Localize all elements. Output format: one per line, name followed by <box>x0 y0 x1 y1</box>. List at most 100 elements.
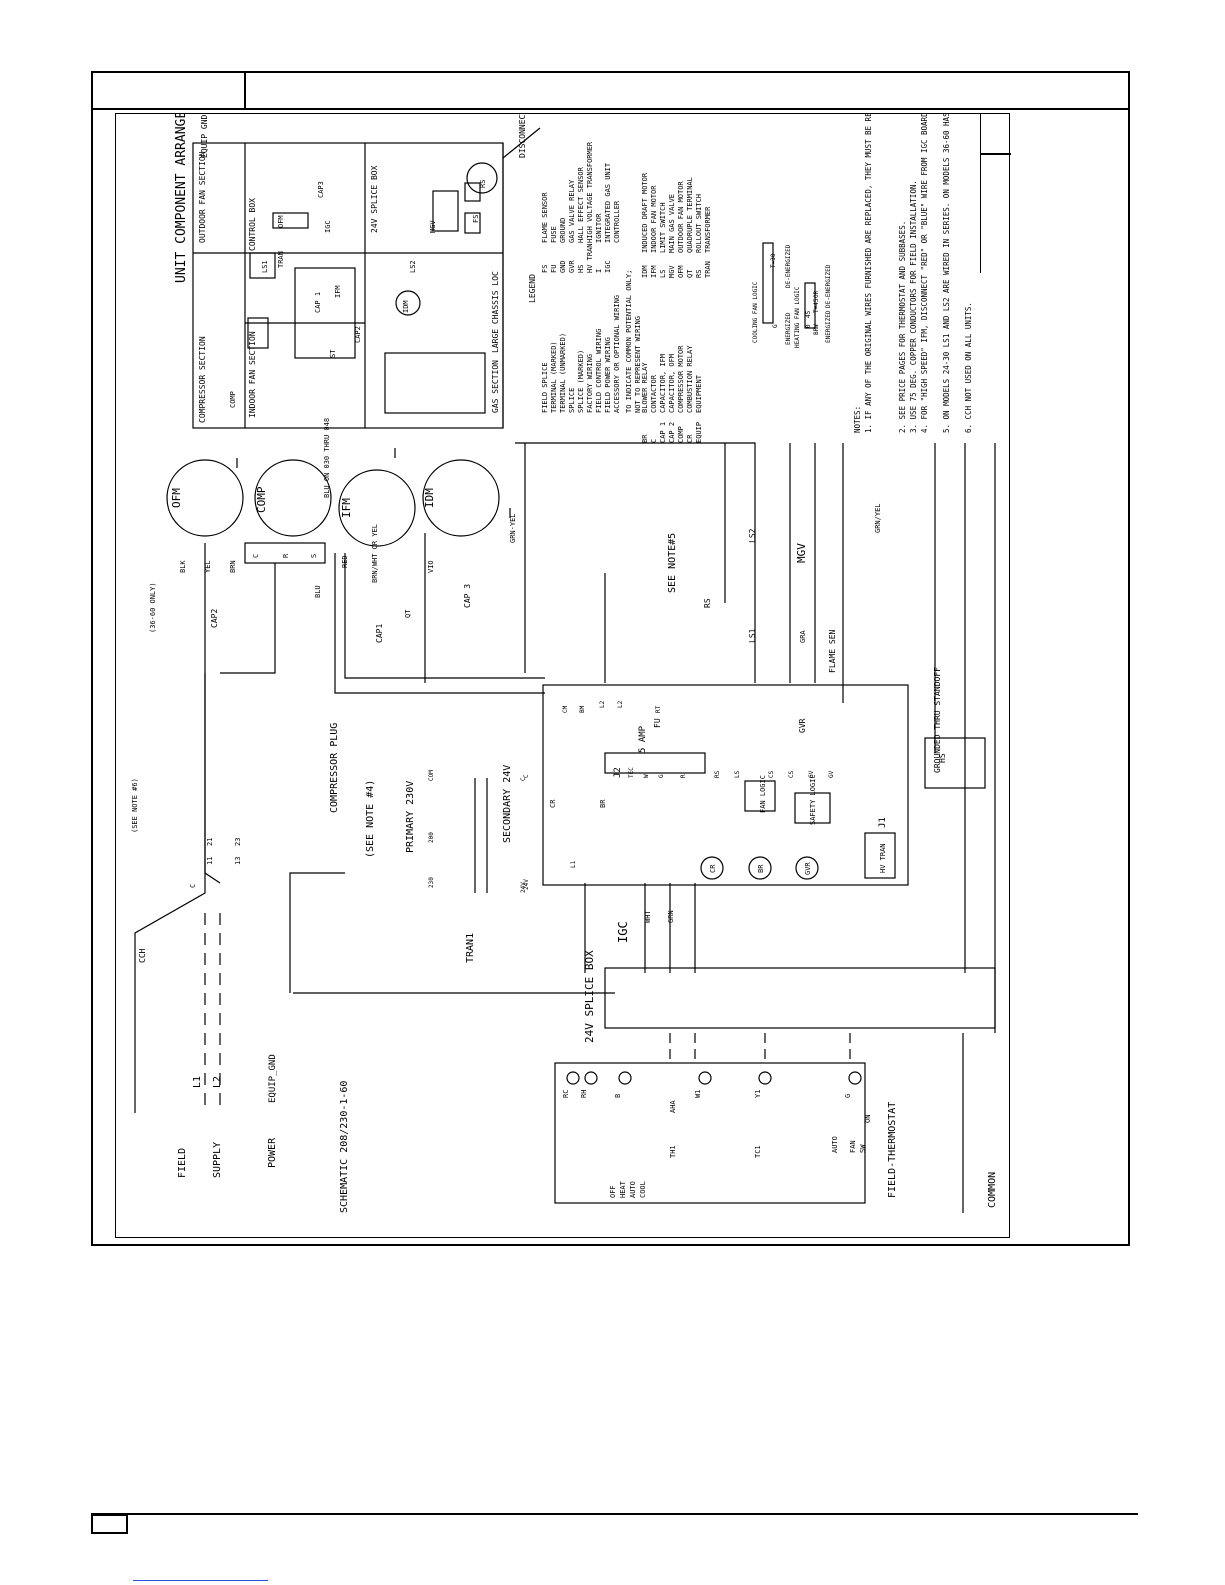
legend-sym-0: FIELD SPLICE <box>541 362 549 413</box>
j2-pin-0: TEC <box>628 767 635 778</box>
wire-blu: BLU <box>314 585 322 598</box>
l2-label: L2 <box>212 1076 223 1088</box>
igc-term-l2b: L2 <box>617 700 624 708</box>
j2-pin-9: GV <box>828 770 835 778</box>
tstat-g: G <box>844 1094 852 1098</box>
j2-pin-8: GV <box>808 770 815 778</box>
primary-label: PRIMARY 230V <box>405 781 416 853</box>
abbr-c2-2: GROUND <box>559 218 567 243</box>
grounded-label: GROUNDED THRU STANDOFF <box>933 667 942 773</box>
fan-logic-w: W <box>813 324 820 328</box>
comp-label: COMP <box>255 486 268 513</box>
contactor-21: 21 <box>206 838 214 846</box>
legend-sym-2: TERMINAL (UNMARKED) <box>559 333 567 413</box>
abbr-c3-5: QUADRUPLE TERMINAL <box>686 177 694 253</box>
l1-label: L1 <box>192 1076 203 1088</box>
abbr-c2-4: HALL EFFECT SENSOR <box>577 166 585 243</box>
schematic-label: SCHEMATIC 208/230-1-60 <box>339 1081 350 1213</box>
tstat-w1: W1 <box>694 1090 702 1098</box>
abbr-k2-4: HS <box>577 265 585 273</box>
tstat-fan: FAN <box>849 1140 857 1153</box>
arr-igc: IGC <box>324 220 332 233</box>
arr-fs: FS <box>472 215 480 223</box>
arr-tran: TRAN <box>277 251 285 268</box>
abbr-k2-5: HV TRAN <box>586 243 594 273</box>
mgv-label: MGV <box>795 543 808 563</box>
arr-cap3: CAP3 <box>317 181 325 198</box>
tstat-rc: RC <box>562 1090 570 1098</box>
t45: T=45 <box>813 298 820 313</box>
flame-sen-label: FLAME SEN <box>828 629 837 673</box>
large-chassis-label: LARGE CHASSIS LOC <box>491 271 500 353</box>
abbr-k1-4: COMP <box>677 426 685 443</box>
arr-ofm: OFM <box>277 215 285 228</box>
relay-gvr: GVR <box>804 862 812 875</box>
arrangement-box <box>192 142 504 429</box>
blu-on-note: BLU ON 030 THRU 048 <box>323 418 331 498</box>
see-note-6: (SEE NOTE #6) <box>131 778 139 833</box>
compressor-section-label: COMPRESSOR SECTION <box>198 336 207 423</box>
note-4: 4. FOR "HIGH SPEED" IFM, DISCONNECT "RED… <box>920 113 929 433</box>
hs-label: HS <box>938 753 947 763</box>
abbr-k3-5: QT <box>686 269 694 278</box>
fan-logic-or: OR <box>813 290 820 298</box>
igc-term-c: C <box>523 774 530 778</box>
cch-label: CCH <box>138 948 147 963</box>
j2-pin-7: CS <box>788 770 795 778</box>
splice-box-arr-label: 24V SPLICE BOX <box>370 165 379 233</box>
ofm-motor-symbol <box>166 459 244 537</box>
abbr-c2-0: FLAME SENSOR <box>541 192 549 243</box>
ifm-motor-symbol <box>338 469 416 547</box>
wire-grn: GRN <box>667 910 675 923</box>
energized-1: ENERGIZED <box>785 312 792 345</box>
plug-c: C <box>252 554 260 558</box>
footer-link[interactable] <box>133 1580 268 1581</box>
j2-pin-1: W <box>643 774 650 778</box>
relay-cr: CR <box>709 864 717 873</box>
notes-title: NOTES: <box>853 406 862 433</box>
tran-term-200: 200 <box>428 832 435 843</box>
page-frame <box>91 71 1130 1246</box>
title-block <box>980 113 1011 273</box>
abbr-c1-5: COMBUSTION RELAY <box>686 345 694 413</box>
plug-r: R <box>282 553 290 558</box>
igc-label: IGC <box>616 921 630 943</box>
arr-cap1: CAP 1 <box>314 292 322 313</box>
indoor-fan-label: INDOOR FAN SECTION <box>248 331 257 418</box>
wire-red: RED <box>341 555 349 568</box>
tran-term-com: COM <box>428 770 435 781</box>
arr-cap2: CAP2 <box>354 326 362 343</box>
safety-logic-label: SAFETY LOGIC <box>809 774 817 825</box>
arr-rs: RS <box>479 180 487 188</box>
fan-logic-br: BR <box>813 327 820 335</box>
j2-pin-6: CS <box>768 770 775 778</box>
cr-label: CR <box>549 799 557 808</box>
abbr-k2-1: FU <box>550 265 558 273</box>
arr-st: ST <box>329 349 337 358</box>
abbr-k3-2: LS <box>659 270 667 278</box>
ifm-label: IFM <box>340 498 353 518</box>
tstat-tc1: TC1 <box>754 1145 762 1158</box>
relay-br: BR <box>757 864 765 873</box>
legend-sym-4: SPLICE (MARKED) <box>577 350 585 413</box>
header-divider <box>244 71 246 109</box>
abbr-k2-2: GND <box>559 260 567 273</box>
abbr-c3-6: ROLLOUT SWITCH <box>695 194 703 253</box>
equip-gnd-schematic-label: EQUIP_GND <box>268 1054 278 1103</box>
abbr-k3-6: RS <box>695 270 703 278</box>
tstat-sw: SW <box>859 1144 867 1153</box>
power-label: POWER <box>267 1137 278 1168</box>
note-2: 2. SEE PRICE PAGES FOR THERMOSTAT AND SU… <box>898 221 907 433</box>
tstat-aha: AHA <box>669 1100 677 1113</box>
header-rule <box>91 108 1130 110</box>
arr-comp: COMP <box>229 391 237 408</box>
abbr-c2-1: FUSE <box>550 226 558 243</box>
thermostat-box <box>554 1062 866 1204</box>
note-1: 1. IF ANY OF THE ORIGINAL WIRES FURNISHE… <box>864 113 873 433</box>
secondary-label: SECONDARY 24V <box>502 765 513 843</box>
de-energized-2: DE-ENERGIZED <box>825 264 832 308</box>
note-3: 3. USE 75 DEG. COPPER CONDUCTORS FOR FIE… <box>909 180 918 433</box>
gvr-label: GVR <box>798 718 807 733</box>
tstat-auto-fan: AUTO <box>831 1136 839 1153</box>
arr-idm: IDM <box>402 300 410 313</box>
